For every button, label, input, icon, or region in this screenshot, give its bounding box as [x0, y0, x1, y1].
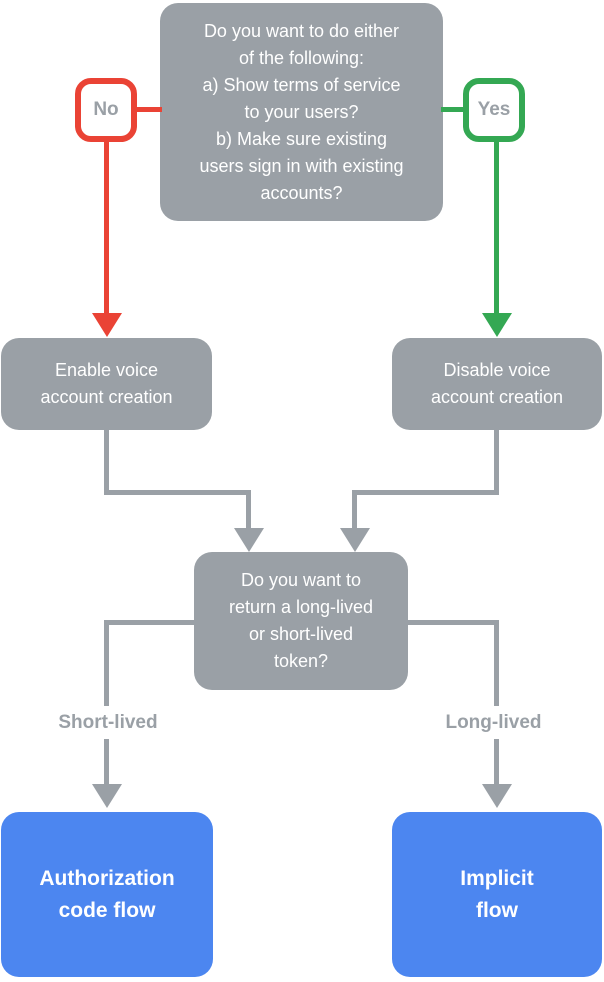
long-lived-arrowhead-icon: [482, 784, 512, 808]
enable-connector-down: [104, 429, 109, 495]
disable-connector-down: [494, 429, 499, 495]
long-lived-label: Long-lived: [410, 706, 577, 739]
merge-left-line: [246, 490, 251, 530]
short-lived-arrowhead-icon: [92, 784, 122, 808]
enable-connector-right: [104, 490, 251, 495]
long-lived-connector-v: [494, 620, 499, 784]
no-arrowhead-icon: [92, 313, 122, 337]
yes-badge: Yes: [463, 78, 525, 142]
yes-arrowhead-icon: [482, 313, 512, 337]
short-lived-connector-h: [107, 620, 194, 625]
authorization-code-flow-box: Authorization code flow: [1, 812, 213, 977]
short-lived-connector-v: [104, 620, 109, 784]
enable-voice-account-creation-box: Enable voice account creation: [1, 338, 212, 430]
merge-right-arrowhead-icon: [340, 528, 370, 552]
yes-arrow-line: [494, 140, 499, 315]
no-arrow-line: [104, 140, 109, 315]
implicit-flow-box: Implicit flow: [392, 812, 602, 977]
disable-voice-account-creation-box: Disable voice account creation: [392, 338, 602, 430]
disable-connector-left: [352, 490, 499, 495]
top-question-box: Do you want to do either of the followin…: [160, 3, 443, 221]
yes-connector-line: [441, 107, 465, 112]
merge-left-arrowhead-icon: [234, 528, 264, 552]
no-badge: No: [75, 78, 137, 142]
merge-right-line: [352, 490, 357, 530]
short-lived-label: Short-lived: [23, 706, 193, 739]
token-question-box: Do you want to return a long-lived or sh…: [194, 552, 408, 690]
long-lived-connector-h: [408, 620, 497, 625]
no-connector-line: [135, 107, 162, 112]
